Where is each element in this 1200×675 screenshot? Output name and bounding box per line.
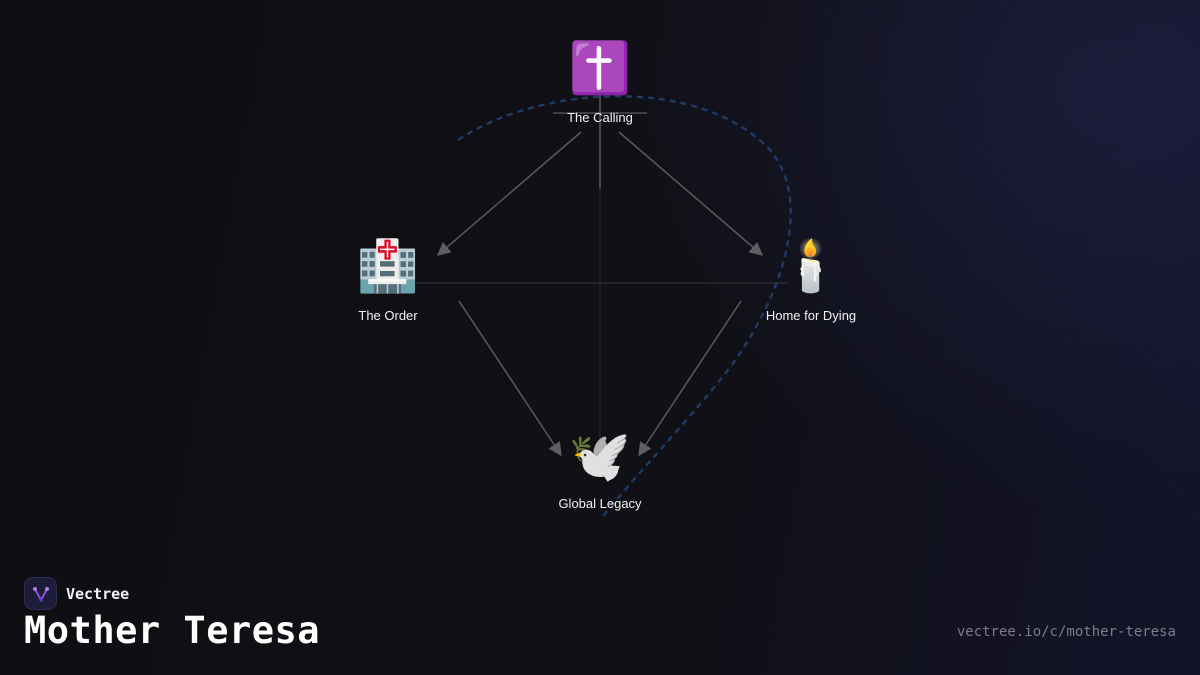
brand[interactable]: Vectree <box>24 577 129 610</box>
edge-order-legacy <box>458 300 562 457</box>
node-the-order[interactable]: 🏥 The Order <box>308 238 468 323</box>
node-label: Global Legacy <box>558 496 642 511</box>
candle-icon: 🕯️ <box>779 238 843 294</box>
page-url[interactable]: vectree.io/c/mother-teresa <box>956 624 1176 640</box>
dashed-decor-path <box>457 95 792 521</box>
edge-calling-home <box>618 131 764 256</box>
node-label: The Order <box>358 308 418 323</box>
dove-icon: 🕊️ <box>568 428 632 484</box>
node-global-legacy[interactable]: 🕊️ Global Legacy <box>520 428 680 511</box>
vectree-logo-icon <box>24 577 57 610</box>
node-home-for-dying[interactable]: 🕯️ Home for Dying <box>731 238 891 323</box>
page-title: Mother Teresa <box>24 609 321 652</box>
node-label: The Calling <box>567 110 633 125</box>
hospital-icon: 🏥 <box>356 238 420 294</box>
node-the-calling[interactable]: ✝️ The Calling <box>520 40 680 125</box>
node-label: Home for Dying <box>765 308 857 323</box>
brand-name: Vectree <box>66 584 130 603</box>
edge-home-legacy <box>638 300 742 457</box>
latin-cross-icon: ✝️ <box>568 40 632 96</box>
edge-calling-order <box>436 131 582 256</box>
